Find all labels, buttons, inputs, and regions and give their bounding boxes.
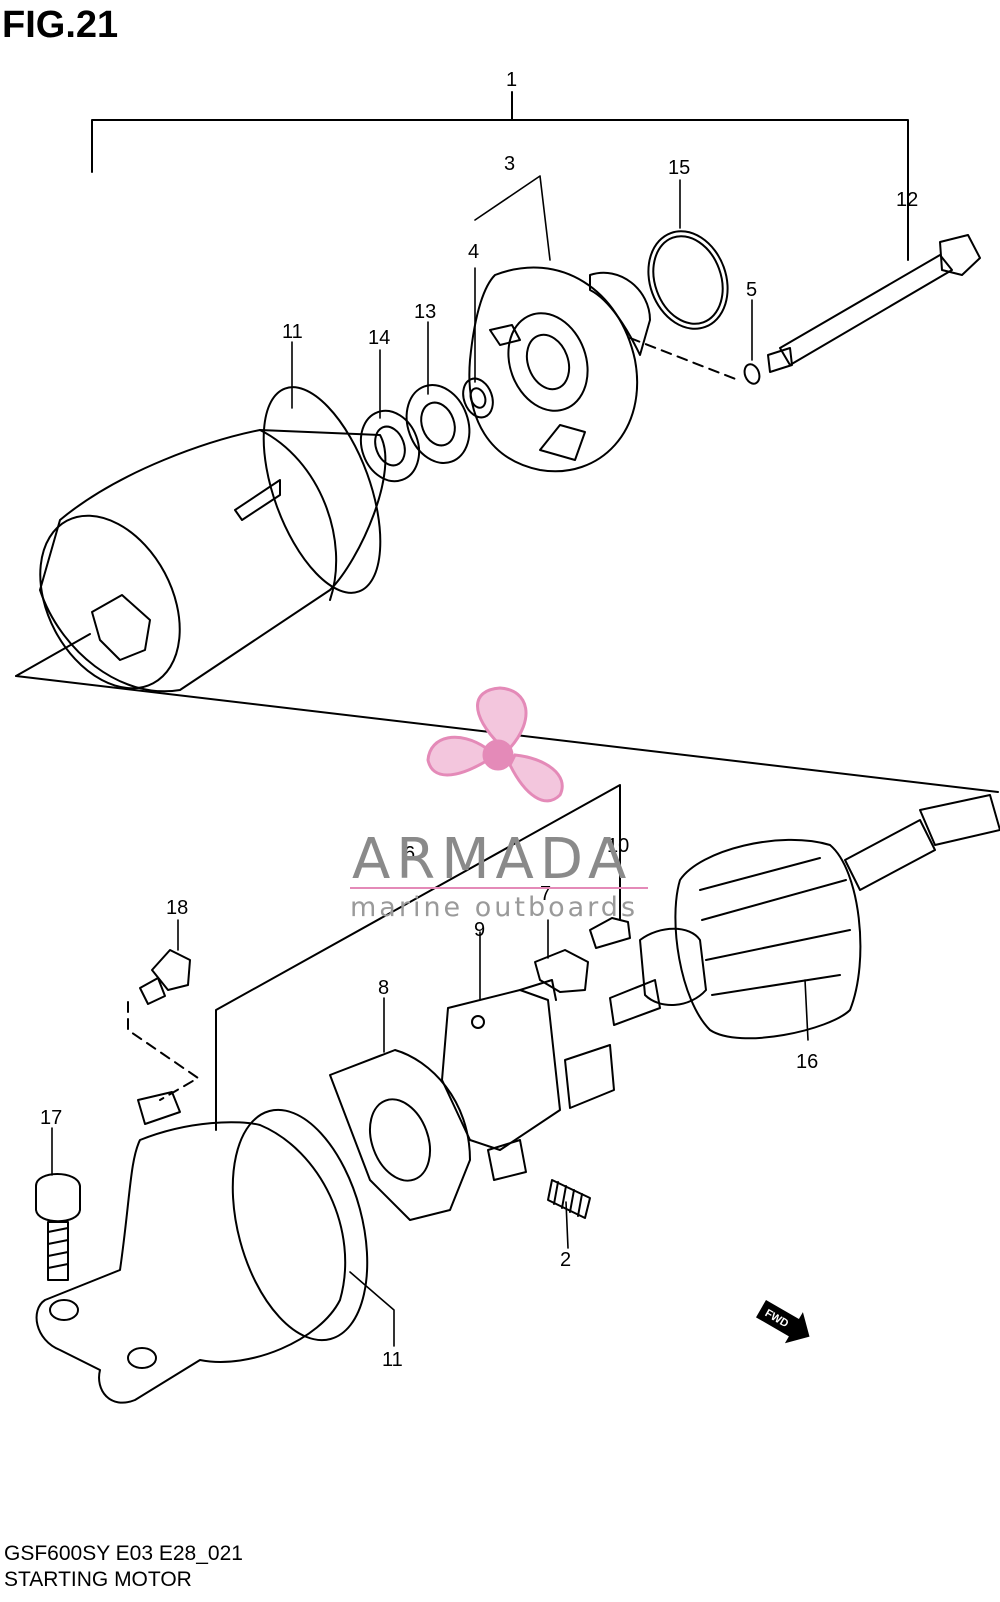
o-ring-15-inner	[652, 235, 724, 325]
armature-16	[609, 794, 1000, 1040]
callout-1: 1	[506, 69, 517, 91]
spring-2	[547, 1179, 591, 1219]
callout-6: 6	[404, 843, 415, 865]
washer-14	[359, 409, 421, 483]
assembly-bracket-1	[91, 91, 909, 261]
callout-18: 18	[166, 897, 188, 919]
assembly-bracket-6	[215, 784, 621, 1131]
callout-16: 16	[796, 1051, 818, 1073]
separation-line	[15, 633, 91, 677]
callout-4: 4	[468, 241, 479, 263]
callout-labels: 1 2 3 4 5 6 7 8 9 10 11 11 12 13 14 15 1…	[40, 69, 918, 1371]
callout-15: 15	[668, 157, 690, 179]
washer-5	[743, 363, 761, 385]
figure-name: STARTING MOTOR	[4, 1568, 192, 1591]
end-cover-3	[468, 266, 651, 473]
brush-plate-8	[329, 1049, 471, 1221]
bearing-4	[462, 377, 494, 419]
callout-10: 10	[607, 835, 629, 857]
callout-11-upper: 11	[282, 321, 303, 343]
through-bolt-12	[767, 234, 981, 373]
propeller-icon	[426, 686, 564, 803]
yoke-housing	[39, 386, 387, 693]
watermark: ARMADA marine outboards	[350, 686, 648, 923]
bolt-17	[35, 1173, 81, 1281]
watermark-brand: ARMADA	[352, 827, 632, 892]
leader-dashes	[127, 337, 739, 1101]
clip-7	[534, 949, 589, 993]
callout-leaders	[51, 175, 809, 1347]
callout-12: 12	[896, 189, 918, 211]
callout-3: 3	[504, 153, 515, 175]
housing-end-11	[35, 1091, 369, 1404]
fwd-arrow-icon: FWD	[756, 1300, 810, 1344]
screw-10	[589, 917, 631, 949]
callout-14: 14	[368, 327, 390, 349]
callout-2: 2	[560, 1249, 571, 1271]
bolt-18	[139, 949, 191, 1005]
callout-11-lower: 11	[382, 1349, 403, 1371]
watermark-tagline: marine outboards	[350, 892, 638, 923]
callout-13: 13	[414, 301, 436, 323]
callout-7: 7	[540, 883, 551, 905]
callout-8: 8	[378, 977, 389, 999]
figure-title: FIG.21	[2, 4, 119, 46]
plate-13	[405, 384, 471, 464]
callout-5: 5	[746, 279, 757, 301]
callout-17: 17	[40, 1107, 62, 1129]
figure-code: GSF600SY E03 E28_021	[4, 1542, 243, 1565]
o-ring-15	[647, 230, 729, 330]
brush-holder-9	[441, 979, 615, 1181]
callout-9: 9	[474, 919, 485, 941]
